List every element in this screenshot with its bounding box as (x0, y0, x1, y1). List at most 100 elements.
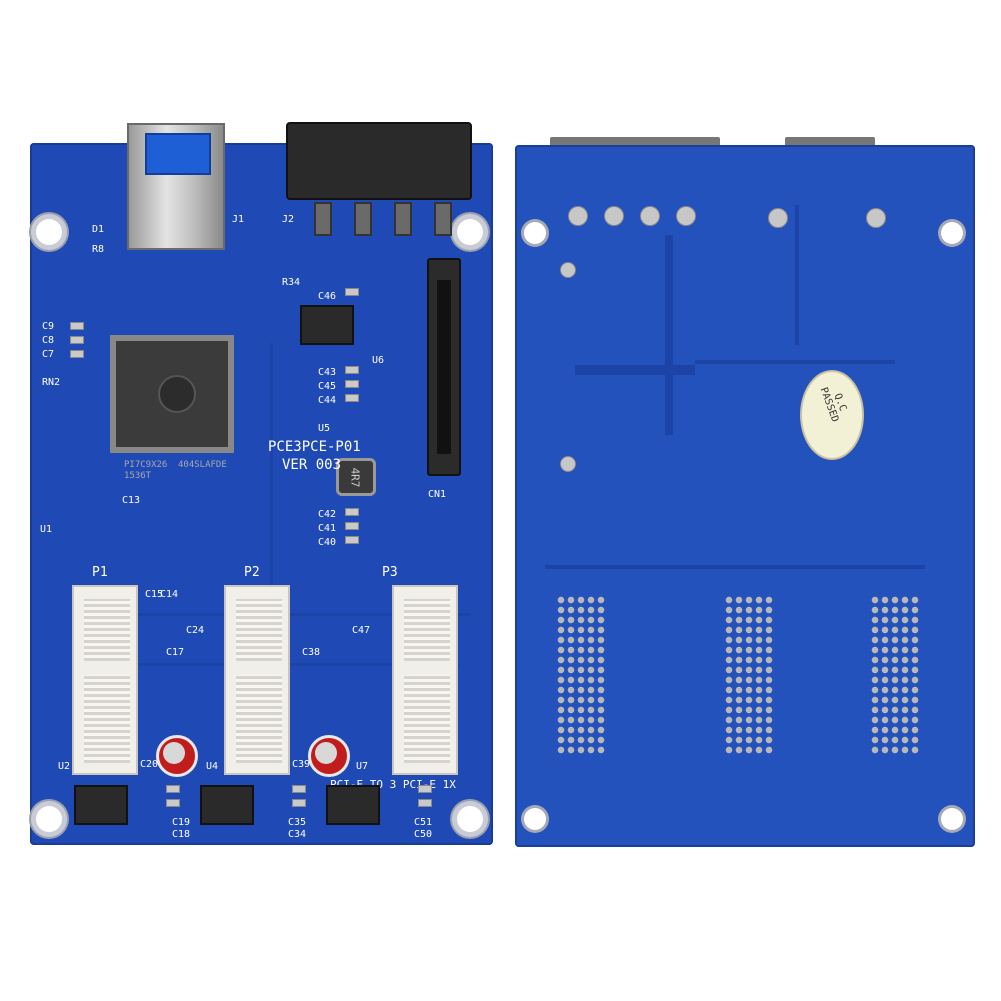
label-c8: C8 (42, 335, 55, 346)
board-version: VER 003 (282, 457, 342, 473)
sata-slot (437, 280, 451, 454)
smd-component (70, 350, 84, 358)
label-c50: C50 (414, 829, 433, 840)
smd-component (166, 785, 180, 793)
electrolytic-capacitor (156, 735, 198, 777)
pcie-lane (236, 675, 282, 763)
smd-component (292, 799, 306, 807)
pcie-solder-grid-3 (870, 595, 920, 755)
mounting-hole-front-tl (36, 219, 62, 245)
label-c42: C42 (318, 509, 337, 520)
molex-pin (434, 202, 452, 236)
pcie-lane (404, 675, 450, 763)
mounting-hole-front-br (457, 806, 483, 832)
smd-component (70, 322, 84, 330)
smd-component (292, 785, 306, 793)
regulator-u7 (326, 785, 380, 825)
voltage-regulator-u6 (300, 305, 354, 345)
pcie-lane (236, 599, 282, 661)
solder-pad (676, 206, 696, 226)
board-name: PCE3PCE-P01 (268, 439, 361, 455)
pcie-slot-p1 (72, 585, 138, 775)
smd-component (70, 336, 84, 344)
label-c7: C7 (42, 349, 55, 360)
mounting-hole-back-tr (941, 222, 963, 244)
inductor-label: 4R7 (348, 467, 362, 488)
usb-tongue (145, 133, 211, 175)
pcie-solder-grid-1 (556, 595, 606, 755)
pcb-trace (120, 663, 460, 666)
label-rn2: RN2 (42, 377, 61, 388)
label-u1: U1 (40, 524, 53, 535)
pcb-trace (665, 235, 673, 435)
label-cn1: CN1 (428, 489, 447, 500)
label-c13: C13 (122, 495, 141, 506)
regulator-u4 (200, 785, 254, 825)
back-edge-connector (550, 137, 720, 147)
solder-pad (560, 262, 576, 278)
mounting-hole-back-br (941, 808, 963, 830)
label-c41: C41 (318, 523, 337, 534)
smd-component (345, 394, 359, 402)
label-c51: C51 (414, 817, 433, 828)
mounting-hole-front-bl (36, 806, 62, 832)
smd-component (345, 366, 359, 374)
pcie-lane (404, 599, 450, 661)
label-c20: C20 (140, 759, 159, 770)
label-c47: C47 (352, 625, 371, 636)
board-description: PCI-E TO 3 PCI-E 1X (330, 778, 456, 791)
label-c35: C35 (288, 817, 307, 828)
smd-component (345, 288, 359, 296)
label-c24: C24 (186, 625, 205, 636)
label-c34: C34 (288, 829, 307, 840)
back-edge-connector (785, 137, 875, 147)
solder-pad (866, 208, 886, 228)
label-c17: C17 (166, 647, 185, 658)
sata-connector (427, 258, 461, 476)
label-c45: C45 (318, 381, 337, 392)
chip-marking-2: 404SLAFDE (178, 460, 227, 470)
smd-component (418, 799, 432, 807)
smd-component (345, 380, 359, 388)
smd-component (345, 536, 359, 544)
bridge-chip (110, 335, 234, 453)
solder-pad (640, 206, 660, 226)
solder-pad (568, 206, 588, 226)
molex-power-connector (286, 122, 472, 236)
chip-logo (158, 375, 196, 413)
label-c14: C14 (160, 589, 179, 600)
label-c46: C46 (318, 291, 337, 302)
mounting-hole-back-tl (524, 222, 546, 244)
solder-pad (560, 456, 576, 472)
label-c15: C15 (145, 589, 164, 600)
smd-component (345, 508, 359, 516)
label-j2: J2 (282, 214, 295, 225)
mounting-hole-back-bl (524, 808, 546, 830)
label-r34: R34 (282, 277, 301, 288)
electrolytic-capacitor (308, 735, 350, 777)
label-c38: C38 (302, 647, 321, 658)
label-c40: C40 (318, 537, 337, 548)
label-u7: U7 (356, 761, 369, 772)
label-c39: C39 (292, 759, 311, 770)
pcb-trace (545, 565, 925, 569)
label-u2: U2 (58, 761, 71, 772)
label-d1: D1 (92, 224, 105, 235)
label-c18: C18 (172, 829, 191, 840)
smd-component (418, 785, 432, 793)
inductor: 4R7 (336, 458, 376, 496)
molex-pin (314, 202, 332, 236)
smd-component (166, 799, 180, 807)
pcb-trace (270, 343, 273, 643)
pcie-solder-grid-2 (724, 595, 774, 755)
label-u6: U6 (372, 355, 385, 366)
label-j1: J1 (232, 214, 245, 225)
solder-pad (604, 206, 624, 226)
label-c44: C44 (318, 395, 337, 406)
chip-marking-3: 1536T (124, 471, 152, 481)
label-c19: C19 (172, 817, 191, 828)
pcie-lane (84, 675, 130, 763)
capacitor-top (315, 742, 337, 764)
qc-passed-sticker: Q.C PASSED (800, 370, 864, 460)
label-c9: C9 (42, 321, 55, 332)
